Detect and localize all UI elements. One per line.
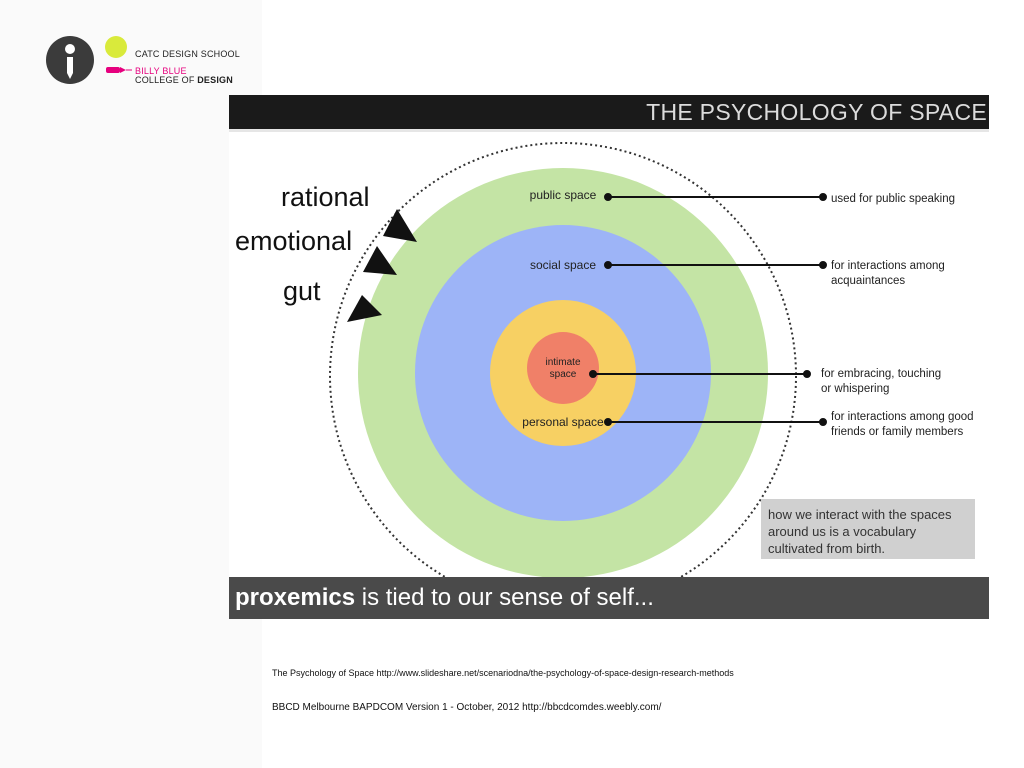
level-rational: rational: [281, 182, 370, 212]
logo-dot-icon: [105, 36, 127, 58]
zone-label-personal: personal space: [522, 415, 604, 429]
sidebar-panel: [0, 0, 262, 768]
slide-header: THE PSYCHOLOGY OF SPACE: [229, 95, 989, 132]
intimate-space-circle: [527, 332, 599, 404]
note-box: [761, 499, 975, 559]
zone-label-public: public space: [530, 188, 597, 202]
level-emotional: emotional: [235, 226, 352, 256]
logo-college-name: COLLEGE OF DESIGN: [135, 75, 233, 85]
slide-image: THE PSYCHOLOGY OF SPACE public space soc…: [229, 95, 989, 619]
connector-lines: [589, 193, 827, 426]
note-line2: around us is a vocabulary: [768, 524, 917, 539]
proxemics-diagram: public space social space intimate space…: [235, 142, 975, 577]
logo-school-name: CATC DESIGN SCHOOL: [135, 49, 240, 59]
arrow-rational-icon: [383, 209, 417, 242]
description-intimate-line1: for embracing, touching: [821, 368, 941, 380]
slide-title: THE PSYCHOLOGY OF SPACE: [646, 99, 987, 125]
zone-label-social: social space: [530, 258, 596, 272]
zone-label-intimate-line1: intimate: [545, 357, 580, 368]
logo-mark-icon: [46, 36, 132, 84]
pencil-icon: [106, 67, 120, 73]
course-caption: BBCD Melbourne BAPDCOM Version 1 - Octob…: [272, 702, 662, 713]
outer-boundary: [329, 142, 797, 577]
arrow-emotional-icon: [363, 246, 397, 275]
note-line1: how we interact with the spaces: [768, 507, 952, 522]
description-intimate-line2: or whispering: [821, 383, 889, 395]
level-gut: gut: [283, 276, 321, 306]
description-social-line2: acquaintances: [831, 275, 905, 287]
arrow-gut-icon: [347, 295, 382, 322]
school-logo: CATC DESIGN SCHOOL BILLY BLUE COLLEGE OF…: [46, 35, 246, 90]
note-line3: cultivated from birth.: [768, 541, 885, 556]
description-public: used for public speaking: [831, 193, 955, 205]
logo-brand-name: BILLY BLUE: [135, 66, 187, 76]
slide-footer: proxemics is tied to our sense of self..…: [229, 577, 989, 619]
description-personal-line2: friends or family members: [831, 426, 964, 438]
description-social-line1: for interactions among: [831, 260, 945, 272]
zone-label-intimate-line2: space: [550, 369, 577, 380]
footer-statement: proxemics is tied to our sense of self..…: [235, 584, 654, 611]
description-personal-line1: for interactions among good: [831, 411, 974, 423]
source-caption: The Psychology of Space http://www.slide…: [272, 668, 734, 678]
